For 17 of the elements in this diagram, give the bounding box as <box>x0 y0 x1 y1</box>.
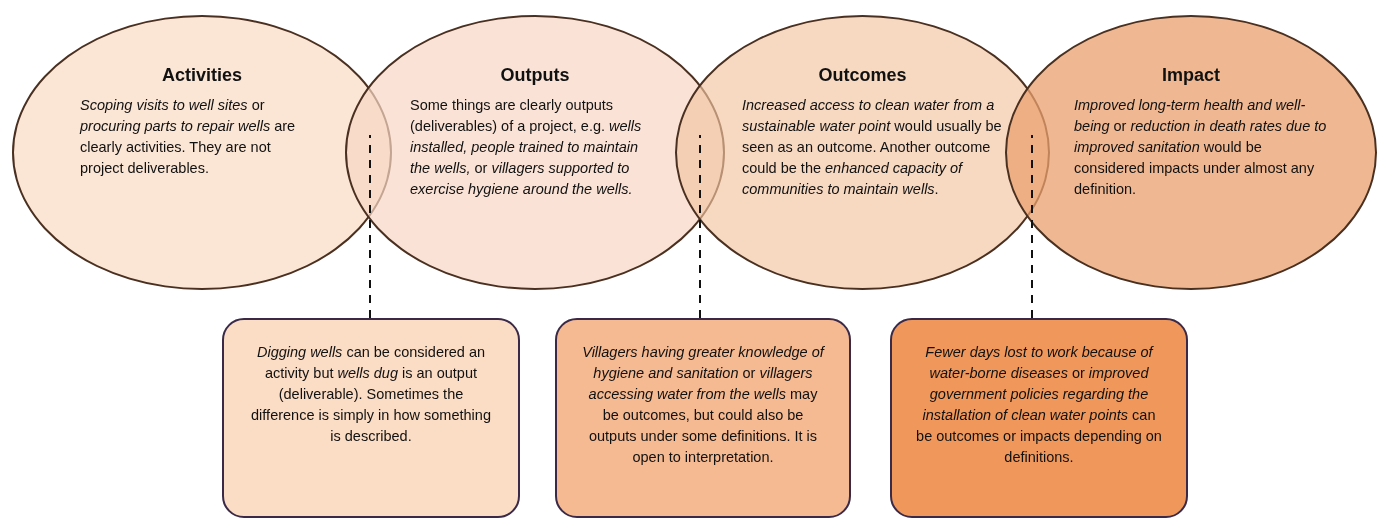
ellipse-text: Improved long-term health and well-being or reduction in death rates due to improved sanitation would be considered impacts under almost any definition. <box>1074 96 1328 199</box>
leader-line <box>369 134 371 319</box>
leader-line <box>1031 134 1033 319</box>
note-text: Digging wells can be considered an activity but wells dug is an output (deliverable). Sometimes the difference is simply in how something is described. <box>250 343 492 446</box>
note-box <box>890 318 1188 518</box>
note-box <box>222 318 520 518</box>
ellipse-title: Outcomes <box>818 65 907 86</box>
ellipse-text: Increased access to clean water from a sustainable water point would usually be seen as an outcome. Another outcome could be the enhanced capacity of communities to maintain wells. <box>742 96 1003 199</box>
ellipse-text: Some things are clearly outputs (deliverables) of a project, e.g. wells installed, people trained to maintain the wells, or villagers supported to exercise hygiene around the wells. <box>410 96 643 199</box>
ellipse-title: Outputs <box>500 65 570 86</box>
ellipse-text: Scoping visits to well sites or procuring parts to repair wells are clearly activities. They are not project deliverables. <box>80 96 297 178</box>
note-text: Villagers having greater knowledge of hygiene and sanitation or villagers accessing water from the wells may be outcomes, but could also be outputs under some definitions. It is open to interpretation. <box>581 343 826 467</box>
ellipse-title: Activities <box>161 65 242 86</box>
ellipse-title: Impact <box>1162 65 1220 86</box>
leader-line <box>699 134 701 319</box>
note-box <box>555 318 851 518</box>
note-text: Fewer days lost to work because of water-borne diseases or improved government policies regarding the installation of clean water points can be outcomes or impacts depending on definitions. <box>915 343 1163 467</box>
